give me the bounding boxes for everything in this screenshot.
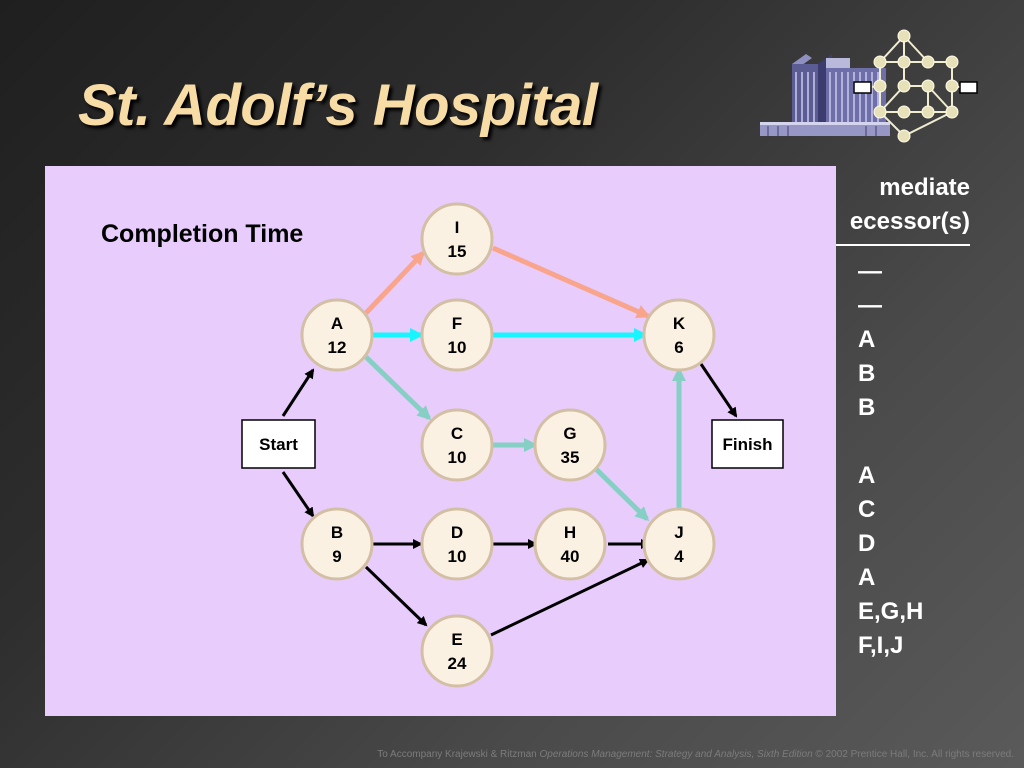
node-i-name: I <box>455 218 460 237</box>
footer-copyright: © 2002 Prentice Hall, Inc. All rights re… <box>812 749 1014 760</box>
activity-node-d: D 10 <box>420 507 494 581</box>
edge-a-c <box>364 355 432 421</box>
footer-citation: To Accompany Krajewski & Ritzman Operati… <box>282 749 1014 760</box>
node-d-time: 10 <box>448 547 467 566</box>
node-j-time: 4 <box>674 547 684 566</box>
network-diagram-panel: Completion Time <box>45 166 836 716</box>
node-k-name: K <box>673 314 686 333</box>
predecessor-item: D <box>858 530 876 557</box>
node-j-name: J <box>674 523 683 542</box>
activity-node-k: K 6 <box>642 298 716 372</box>
node-k-time: 6 <box>674 338 683 357</box>
activity-node-e: E 24 <box>420 614 494 688</box>
footer-book-title: Operations Management: Strategy and Anal… <box>539 749 813 760</box>
activity-node-j: J 4 <box>642 507 716 581</box>
node-h-name: H <box>564 523 576 542</box>
activity-node-g: G 35 <box>533 408 607 482</box>
edge-i-k <box>491 245 651 319</box>
activity-node-h: H 40 <box>533 507 607 581</box>
edge-start-a <box>281 368 315 417</box>
hospital-network-logo <box>760 29 978 143</box>
edge-start-b <box>281 471 315 518</box>
node-h-time: 40 <box>561 547 580 566</box>
node-b-time: 9 <box>332 547 341 566</box>
header-underline <box>820 244 970 246</box>
predecessor-header-line2: ecessor(s) <box>849 208 970 235</box>
activity-node-b: B 9 <box>300 507 374 581</box>
slide-title: St. Adolf’s Hospital <box>78 73 598 138</box>
predecessor-item: A <box>858 462 876 489</box>
node-f-time: 10 <box>448 338 467 357</box>
network-nodes <box>873 29 959 143</box>
predecessor-item: C <box>858 496 876 523</box>
finish-label: Finish <box>722 435 772 454</box>
node-e-time: 24 <box>448 654 467 673</box>
hospital-building-icon <box>760 54 890 136</box>
node-g-name: G <box>563 424 576 443</box>
node-i-time: 15 <box>448 242 467 261</box>
node-b-name: B <box>331 523 343 542</box>
predecessor-item: A <box>858 564 876 591</box>
predecessor-item: B <box>858 394 876 421</box>
activity-node-a: A 12 <box>300 298 374 372</box>
predecessor-item: — <box>858 292 882 319</box>
node-a-time: 12 <box>328 338 347 357</box>
completion-time-label: Completion Time <box>101 220 304 248</box>
edge-g-j <box>594 467 650 522</box>
node-a-name: A <box>331 314 343 333</box>
node-f-name: F <box>452 314 462 333</box>
edge-b-e <box>364 565 428 627</box>
edge-k-finish <box>699 363 738 418</box>
predecessor-item: E,G,H <box>858 598 924 625</box>
node-c-time: 10 <box>448 448 467 467</box>
terminal-left-icon <box>853 81 872 94</box>
predecessor-header-line1: mediate <box>879 174 970 201</box>
predecessor-item: F,I,J <box>858 632 904 659</box>
predecessor-item: B <box>858 360 876 387</box>
edge-e-j <box>490 558 650 637</box>
predecessor-item: — <box>858 258 882 285</box>
footer-prefix: To Accompany Krajewski & Ritzman <box>377 749 540 760</box>
predecessor-item: A <box>858 326 876 353</box>
node-g-time: 35 <box>561 448 580 467</box>
start-label: Start <box>259 435 298 454</box>
network-diagram: Start Finish I 15 A 12 F 10 K 6 <box>241 202 784 688</box>
activity-node-f: F 10 <box>420 298 494 372</box>
start-node: Start <box>241 419 316 469</box>
activity-node-i: I 15 <box>420 202 494 276</box>
terminal-right-icon <box>959 81 978 94</box>
edge-a-i <box>364 250 426 315</box>
node-e-name: E <box>451 630 462 649</box>
finish-node: Finish <box>711 419 784 469</box>
node-c-name: C <box>451 424 463 443</box>
node-d-name: D <box>451 523 463 542</box>
activity-node-c: C 10 <box>420 408 494 482</box>
